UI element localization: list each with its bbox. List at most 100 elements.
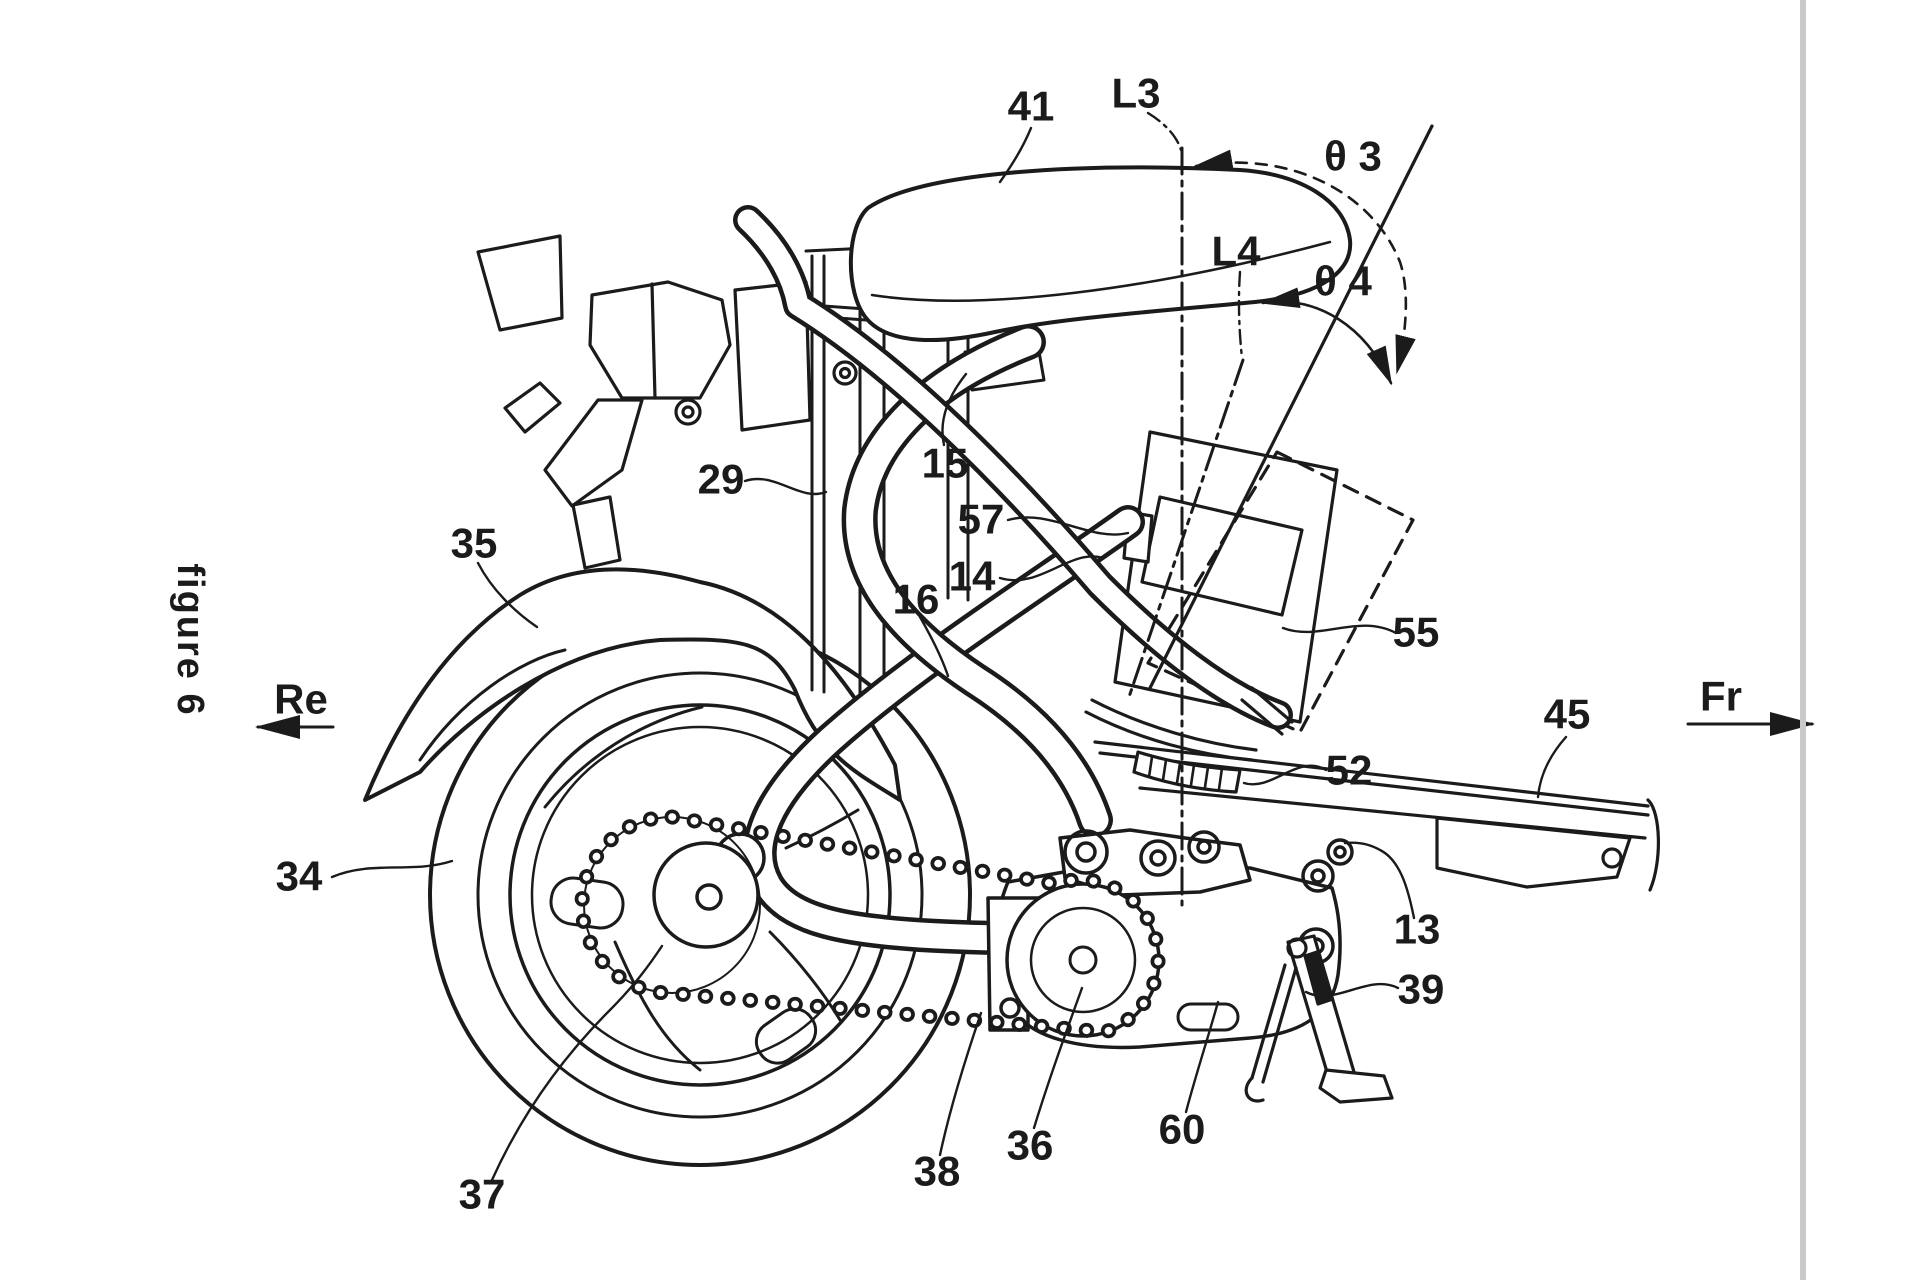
theta4-arc	[1260, 287, 1393, 386]
rib-52-band	[1132, 750, 1242, 794]
leader-35	[476, 561, 539, 629]
leader-60	[1184, 1000, 1220, 1114]
leader-52	[1242, 764, 1328, 786]
label-41: 41	[1008, 83, 1055, 130]
dimension-lines	[1126, 111, 1434, 907]
lower-tab	[571, 495, 622, 570]
label-13: 13	[1394, 906, 1441, 953]
leader-37	[490, 944, 664, 1182]
strut-hole	[999, 997, 1021, 1019]
label-re: Re	[274, 676, 328, 723]
board-top-edge	[1093, 740, 1650, 808]
leader-57	[1006, 516, 1130, 536]
pivot-bolt	[1063, 829, 1109, 875]
label-15: 15	[922, 440, 969, 487]
label-37: 37	[459, 1171, 506, 1218]
label-52: 52	[1326, 747, 1373, 794]
theta3-arc	[1193, 149, 1416, 375]
axle	[695, 883, 723, 911]
label-38: 38	[914, 1148, 961, 1195]
rear-hub	[652, 832, 766, 949]
spoke	[784, 808, 860, 850]
chain-rollers-inner	[578, 813, 1162, 1036]
bolt	[674, 398, 702, 426]
label-29: 29	[698, 456, 745, 503]
spring-line2	[1261, 966, 1298, 1084]
board-end-cap	[1646, 798, 1660, 892]
leader-45	[1536, 735, 1568, 799]
lamp-divider	[650, 282, 657, 400]
label-36: 36	[1007, 1122, 1054, 1169]
leader-39	[1304, 982, 1400, 998]
rim-inner	[530, 725, 870, 1065]
leader-lines	[330, 126, 1568, 1182]
pivot-bolt	[1139, 839, 1177, 877]
pivot-bolt	[1187, 830, 1221, 864]
support-swoosh	[1084, 710, 1254, 762]
l4-axis-line	[1126, 358, 1245, 702]
label-55: 55	[1393, 609, 1440, 656]
pivot-bolt	[1196, 839, 1212, 855]
spoke	[613, 940, 702, 1072]
support-swoosh2	[1090, 698, 1258, 752]
mount-bolt	[1333, 845, 1347, 859]
label-39: 39	[1398, 966, 1445, 1013]
leader-14	[998, 555, 1105, 582]
leader-38	[938, 1011, 983, 1157]
drive-sprocket-face	[1029, 906, 1137, 1014]
stay-tab	[503, 381, 562, 434]
leader-55	[1281, 624, 1398, 635]
mount-bolt	[1310, 868, 1326, 884]
head-tube-line	[1250, 686, 1294, 724]
rear-fender	[363, 567, 902, 802]
label-60: 60	[1159, 1106, 1206, 1153]
reflector-flag	[476, 234, 564, 332]
label-theta3: θ 3	[1324, 133, 1382, 180]
l4-label-leader	[1237, 270, 1244, 360]
label-l4: L4	[1211, 228, 1261, 275]
box-55-dashed	[1146, 450, 1415, 734]
figure-caption: figure 6	[169, 563, 211, 716]
bolt	[838, 366, 852, 380]
leader-34	[330, 859, 454, 879]
kickstand	[1244, 934, 1394, 1104]
head-tube-line2	[1240, 698, 1284, 736]
stay-arm	[543, 398, 644, 508]
leader-36	[1032, 986, 1084, 1130]
label-34: 34	[276, 853, 323, 900]
taillight-cluster	[476, 234, 858, 570]
l3-label-leader	[1146, 111, 1183, 152]
drive-sprocket-hole	[1068, 945, 1098, 975]
label-fr: Fr	[1700, 673, 1742, 720]
footboard	[1084, 686, 1660, 892]
fender-outline	[363, 567, 902, 802]
steering-column-core	[737, 209, 1289, 726]
rib-lines	[1147, 755, 1224, 791]
stand-foot	[1318, 1068, 1394, 1104]
leader-15	[941, 372, 968, 447]
label-45: 45	[1544, 691, 1591, 738]
label-l3: L3	[1111, 70, 1160, 117]
drivetrain	[574, 809, 1166, 1040]
label-14: 14	[949, 553, 996, 600]
label-theta4: θ 4	[1314, 258, 1372, 305]
label-35: 35	[451, 520, 498, 567]
wheel-slot	[754, 1007, 818, 1065]
tire-inner	[476, 671, 924, 1119]
leader-16	[918, 615, 950, 678]
stand-shade	[1303, 950, 1332, 1006]
label-16: 16	[893, 576, 940, 623]
box-inner	[1140, 495, 1304, 617]
stand-pivot-bolt	[1286, 937, 1308, 959]
label-57: 57	[958, 496, 1005, 543]
mount-bolt	[1326, 838, 1354, 866]
case-slot	[1176, 1002, 1240, 1032]
bracket-13-plate	[1435, 816, 1632, 889]
pivot-bolt	[1149, 849, 1167, 867]
spoke	[768, 930, 842, 1022]
leader-41	[998, 126, 1033, 184]
pivot-bolt	[1075, 841, 1097, 863]
seat-outline	[848, 165, 1353, 343]
